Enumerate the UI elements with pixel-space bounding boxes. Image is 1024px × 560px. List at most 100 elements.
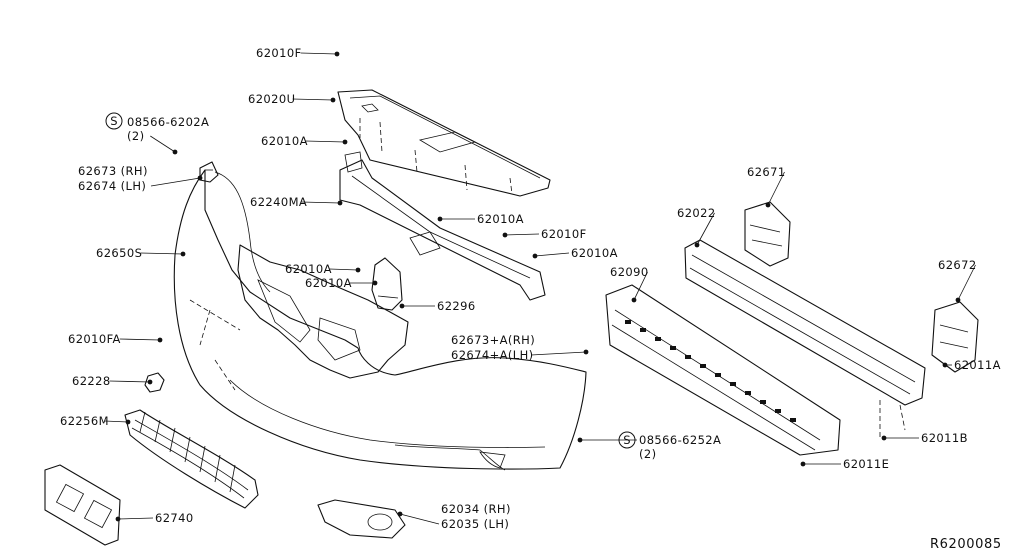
leader-line bbox=[305, 140, 346, 143]
fastener-point bbox=[631, 297, 637, 303]
fastener-point bbox=[342, 139, 348, 145]
callout-label: 62020U bbox=[248, 92, 295, 106]
callout-label: 62296 bbox=[437, 299, 476, 313]
callout-label: 62010A bbox=[261, 134, 308, 148]
fastener-point bbox=[330, 97, 336, 103]
callout-label: 62671 bbox=[747, 165, 786, 179]
callout-label: 62672 bbox=[938, 258, 977, 272]
callout-label: 62010F bbox=[541, 227, 587, 241]
callout-label: 62010A bbox=[571, 246, 618, 260]
callout-label: 62034 (RH) bbox=[441, 502, 511, 516]
leader-line bbox=[504, 233, 540, 236]
fastener-point bbox=[337, 200, 343, 206]
license-bracket-part bbox=[44, 464, 121, 546]
fastener-point bbox=[955, 297, 961, 303]
callout-label: 62022 bbox=[677, 206, 716, 220]
fastener-point bbox=[502, 232, 508, 238]
fastener-point bbox=[694, 242, 700, 248]
fastener-point bbox=[172, 149, 178, 155]
callout-label: 62674+A(LH) bbox=[451, 348, 534, 362]
screw-symbol-letter: S bbox=[110, 114, 118, 128]
callout-label: 62650S bbox=[96, 246, 142, 260]
lower-grille-part bbox=[124, 409, 259, 509]
fastener-point bbox=[942, 362, 948, 368]
radiator-cover-part bbox=[337, 89, 551, 197]
leader-line bbox=[767, 171, 785, 206]
leader-line bbox=[531, 351, 587, 356]
callout-label: 62010A bbox=[477, 212, 524, 226]
callout-label: 62010FA bbox=[68, 332, 121, 346]
core-support-part bbox=[237, 244, 409, 379]
callout-label: 62673 (RH) bbox=[78, 164, 148, 178]
tow-cover-part bbox=[144, 372, 165, 393]
fastener-point bbox=[115, 516, 121, 522]
fog-cover-part bbox=[317, 499, 406, 539]
screw-symbol-circle bbox=[105, 112, 123, 130]
fastener-point bbox=[583, 349, 589, 355]
bracket-part bbox=[371, 257, 403, 311]
callout-label: 62090 bbox=[610, 265, 649, 279]
leader-line bbox=[292, 98, 334, 101]
leader-line bbox=[696, 212, 715, 246]
stay-left-part bbox=[744, 201, 791, 267]
callout-label: 62010F bbox=[256, 46, 302, 60]
callout-label: 62011A bbox=[954, 358, 1001, 372]
leader-line bbox=[117, 517, 154, 520]
leader-line bbox=[119, 338, 161, 341]
screw-symbol-group: SS bbox=[105, 112, 636, 449]
fastener-point bbox=[532, 253, 538, 259]
callout-label: 62010A bbox=[285, 262, 332, 276]
fastener-point bbox=[881, 435, 887, 441]
callout-label: 62010A bbox=[305, 276, 352, 290]
callout-label: 62035 (LH) bbox=[441, 517, 509, 531]
screw-symbol-circle bbox=[618, 431, 636, 449]
energy-absorber-part bbox=[605, 284, 841, 456]
leader-line bbox=[150, 177, 201, 187]
stay-right-part bbox=[879, 301, 979, 440]
callout-label: (2) bbox=[127, 129, 145, 143]
callout-label: 62256M bbox=[60, 414, 109, 428]
callout-label: 62228 bbox=[72, 374, 111, 388]
leader-line bbox=[104, 420, 129, 423]
leader-line bbox=[399, 513, 440, 525]
callout-label: 62673+A(RH) bbox=[451, 333, 535, 347]
screw-symbol-letter: S bbox=[623, 433, 631, 447]
callout-label: 62740 bbox=[155, 511, 194, 525]
fastener-point bbox=[577, 437, 583, 443]
leader-line bbox=[150, 135, 176, 153]
fastener-point bbox=[147, 379, 153, 385]
leader-line bbox=[633, 271, 648, 301]
leader-line bbox=[957, 264, 976, 301]
fastener-point bbox=[437, 216, 443, 222]
fastener-point bbox=[800, 461, 806, 467]
upper-support-part bbox=[339, 151, 546, 301]
fastener-point bbox=[765, 202, 771, 208]
leader-line bbox=[329, 268, 359, 271]
fastener-point bbox=[399, 303, 405, 309]
leader-line bbox=[534, 252, 570, 257]
callout-label: 62011E bbox=[843, 457, 889, 471]
leader-line bbox=[300, 52, 338, 55]
leader-line bbox=[301, 201, 341, 204]
fastener-point bbox=[157, 337, 163, 343]
leader-line bbox=[140, 252, 184, 255]
reinforcement-beam-part bbox=[684, 239, 926, 406]
fastener-point bbox=[180, 251, 186, 257]
leader-line bbox=[109, 380, 151, 383]
reference-code: R6200085 bbox=[930, 537, 1002, 552]
fastener-point bbox=[397, 511, 403, 517]
fastener-point bbox=[197, 175, 203, 181]
fastener-point bbox=[334, 51, 340, 57]
bumper-fascia-part bbox=[173, 169, 587, 471]
callout-label: 62674 (LH) bbox=[78, 179, 146, 193]
fastener-point bbox=[372, 280, 378, 286]
callout-label: (2) bbox=[639, 447, 657, 461]
fastener-point bbox=[355, 267, 361, 273]
callout-label: 62240MA bbox=[250, 195, 307, 209]
fastener-point bbox=[125, 419, 131, 425]
callout-label: 62011B bbox=[921, 431, 968, 445]
callout-label: 08566-6202A bbox=[127, 115, 209, 129]
callout-label: 08566-6252A bbox=[639, 433, 721, 447]
